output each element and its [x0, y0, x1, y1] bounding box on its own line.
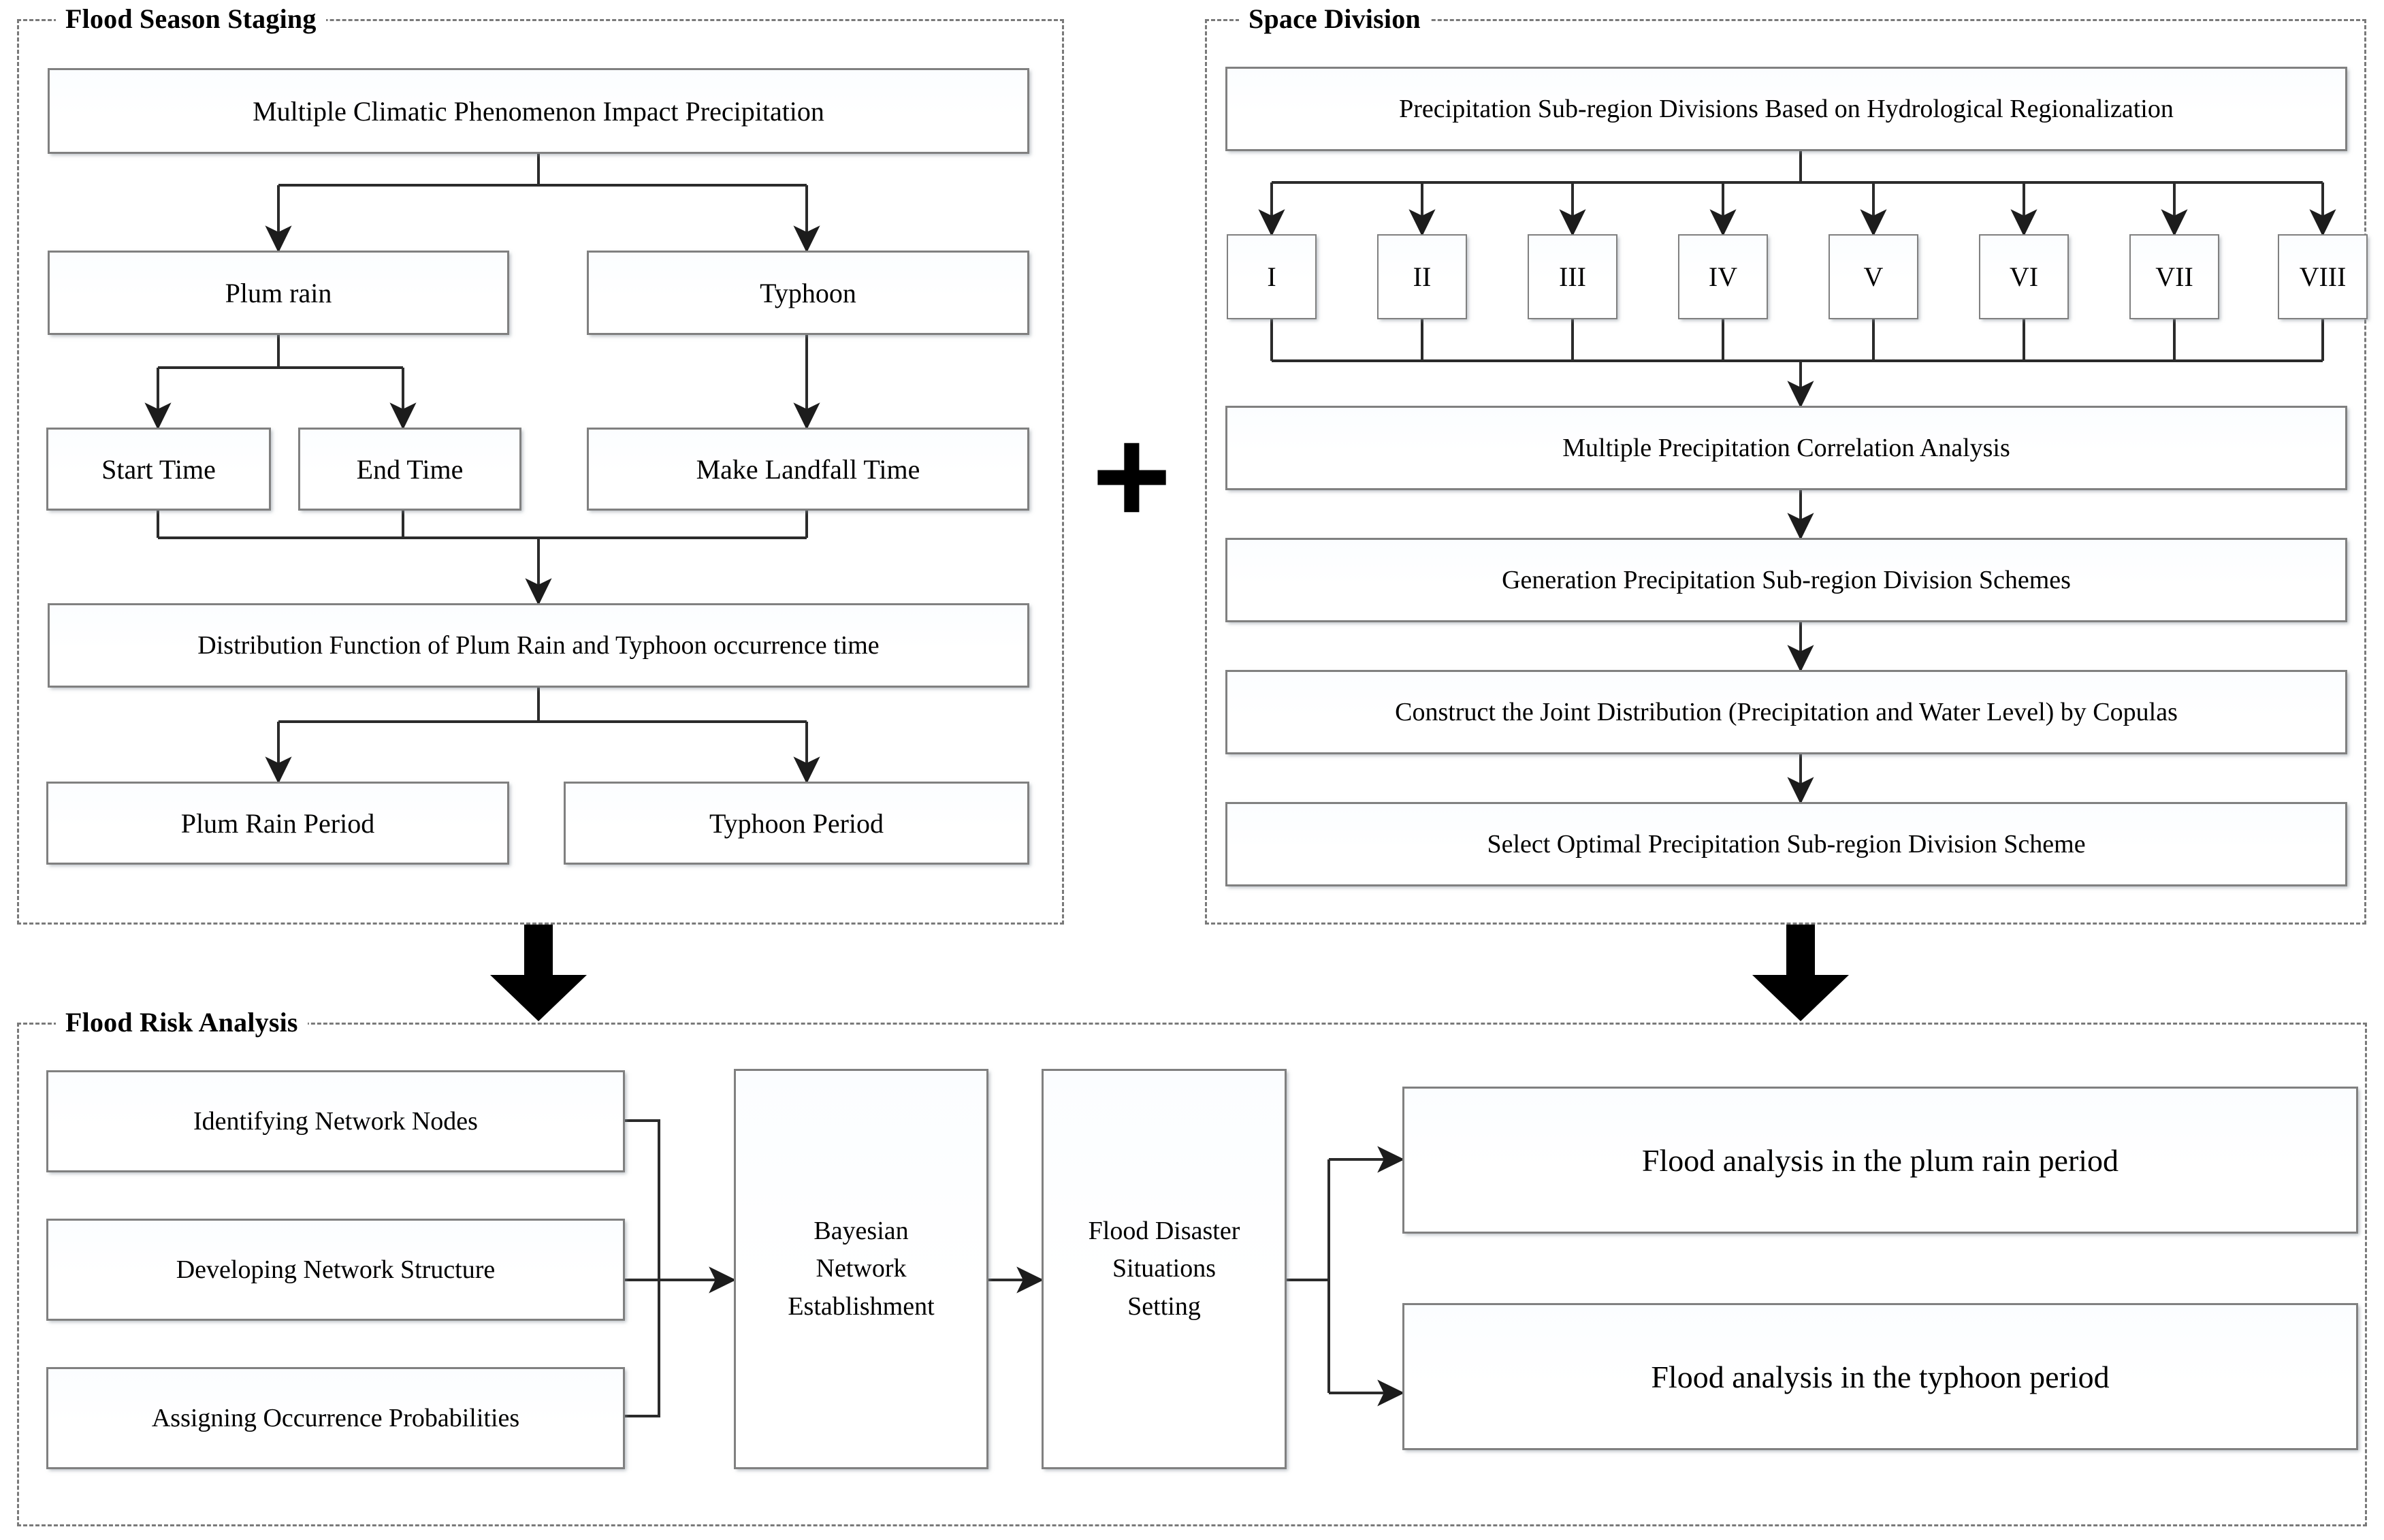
box-label: VII [2155, 261, 2193, 292]
box-typhoon: Typhoon [587, 251, 1029, 335]
box-subregion-IV: IV [1678, 234, 1768, 319]
box-construct-joint-distribution-copulas: Construct the Joint Distribution (Precip… [1225, 670, 2347, 754]
panel-flood-season-staging [17, 19, 1064, 925]
panel-space-division [1205, 19, 2366, 925]
box-label: Flood analysis in the typhoon period [1651, 1359, 2110, 1394]
big-arrow-group [490, 925, 1849, 1021]
box-label: VIII [2299, 261, 2347, 292]
box-label: Identifying Network Nodes [193, 1107, 478, 1136]
panel-title-space-division: Space Division [1239, 5, 1430, 33]
panel-title-flood-risk-analysis: Flood Risk Analysis [56, 1009, 308, 1036]
box-label: Distribution Function of Plum Rain and T… [197, 631, 880, 660]
box-label: Plum Rain Period [180, 807, 375, 839]
box-plum-rain: Plum rain [48, 251, 509, 335]
box-developing-network-structure: Developing Network Structure [46, 1219, 625, 1321]
box-flood-analysis-typhoon-period: Flood analysis in the typhoon period [1402, 1303, 2358, 1450]
panel-title-flood-season-staging: Flood Season Staging [56, 5, 326, 33]
box-label: Bayesian Network Establishment [788, 1217, 935, 1321]
box-subregion-V: V [1829, 234, 1918, 319]
box-label: Generation Precipitation Sub-region Divi… [1502, 566, 2071, 594]
box-label: End Time [356, 453, 464, 485]
panel-flood-risk-analysis [17, 1023, 2367, 1526]
box-multiple-precipitation-correlation: Multiple Precipitation Correlation Analy… [1225, 406, 2347, 490]
box-subregion-VIII: VIII [2278, 234, 2368, 319]
box-distribution-function: Distribution Function of Plum Rain and T… [48, 603, 1029, 688]
box-label: Plum rain [225, 277, 332, 308]
box-precipitation-subregion-divisions: Precipitation Sub-region Divisions Based… [1225, 67, 2347, 151]
box-label: Start Time [101, 453, 216, 485]
box-identifying-network-nodes: Identifying Network Nodes [46, 1070, 625, 1172]
box-label: Assigning Occurrence Probabilities [151, 1404, 520, 1432]
box-label: Construct the Joint Distribution (Precip… [1395, 698, 2178, 726]
box-subregion-II: II [1377, 234, 1467, 319]
box-make-landfall-time: Make Landfall Time [587, 428, 1029, 511]
box-label: Precipitation Sub-region Divisions Based… [1399, 95, 2174, 123]
box-label: Flood analysis in the plum rain period [1641, 1142, 2119, 1178]
box-typhoon-period: Typhoon Period [564, 782, 1029, 865]
box-plum-rain-period: Plum Rain Period [46, 782, 509, 865]
box-label: Multiple Climatic Phenomenon Impact Prec… [253, 95, 824, 127]
box-assigning-occurrence-probabilities: Assigning Occurrence Probabilities [46, 1367, 625, 1469]
box-subregion-I: I [1227, 234, 1317, 319]
box-label: IV [1708, 261, 1738, 292]
box-subregion-VI: VI [1979, 234, 2069, 319]
plus-icon: + [1092, 400, 1172, 552]
big-arrow-right [1752, 925, 1849, 1021]
box-label: Flood Disaster Situations Setting [1088, 1217, 1240, 1321]
box-label: Typhoon [760, 277, 856, 308]
box-start-time: Start Time [46, 428, 271, 511]
box-end-time: End Time [298, 428, 521, 511]
box-bayesian-network-establishment: Bayesian Network Establishment [734, 1069, 988, 1469]
box-label: I [1267, 261, 1276, 292]
box-subregion-VII: VII [2129, 234, 2219, 319]
box-select-optimal-division-scheme: Select Optimal Precipitation Sub-region … [1225, 802, 2347, 886]
box-flood-analysis-plum-rain-period: Flood analysis in the plum rain period [1402, 1087, 2358, 1234]
box-subregion-III: III [1528, 234, 1617, 319]
box-multiple-climatic-phenomenon: Multiple Climatic Phenomenon Impact Prec… [48, 68, 1029, 154]
box-generation-division-schemes: Generation Precipitation Sub-region Divi… [1225, 538, 2347, 622]
box-label: Select Optimal Precipitation Sub-region … [1487, 830, 2086, 859]
box-label: II [1413, 261, 1432, 292]
box-label: Typhoon Period [709, 807, 884, 839]
big-arrow-left [490, 925, 587, 1021]
box-label: VI [2009, 261, 2039, 292]
box-label: V [1863, 261, 1884, 292]
box-label: Multiple Precipitation Correlation Analy… [1562, 434, 2010, 462]
box-flood-disaster-situations-setting: Flood Disaster Situations Setting [1042, 1069, 1287, 1469]
box-label: Developing Network Structure [176, 1255, 496, 1284]
box-label: III [1559, 261, 1586, 292]
box-label: Make Landfall Time [696, 453, 920, 485]
